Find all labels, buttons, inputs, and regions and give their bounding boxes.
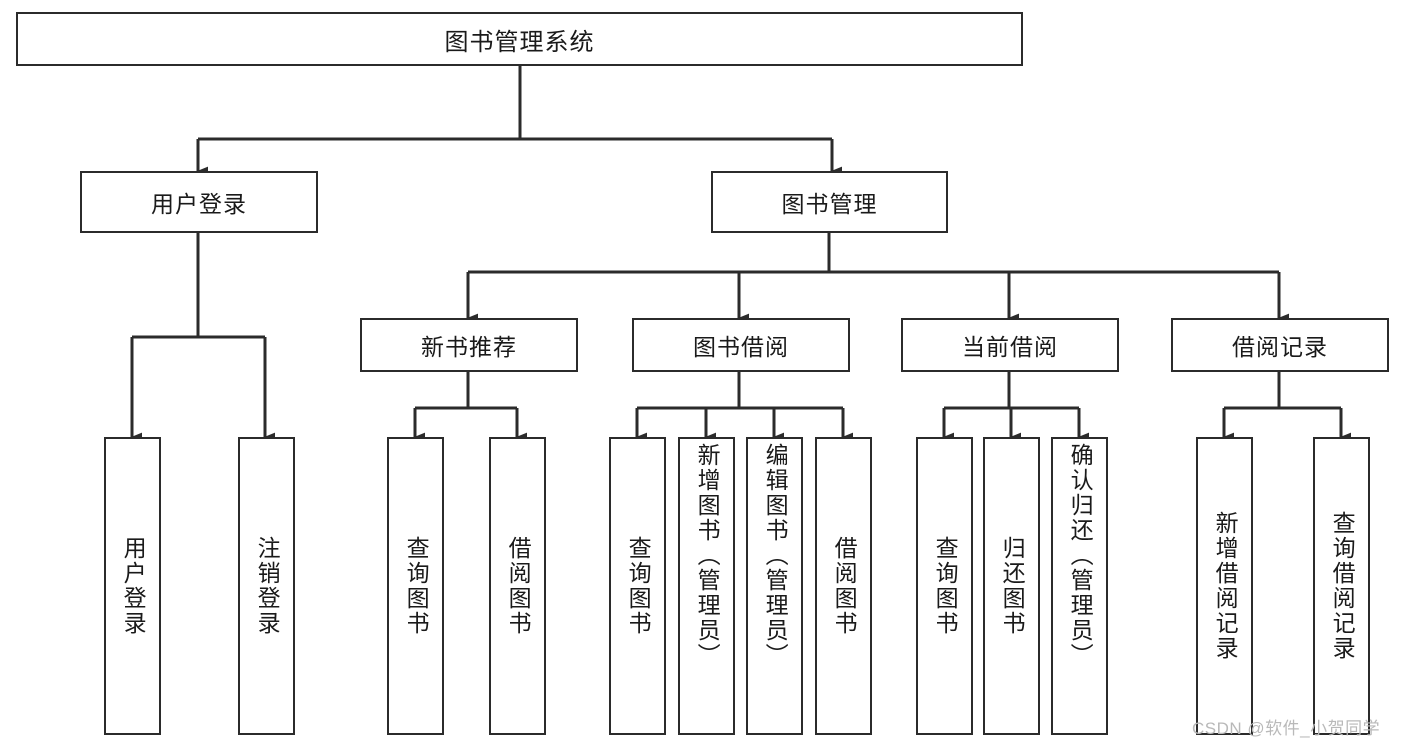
node-root-system[interactable]: 图书管理系统 [16, 12, 1023, 66]
leaf-record-add-record[interactable]: 新增借阅记录 [1196, 437, 1253, 735]
leaf-borrow-edit-book-admin[interactable]: 编辑图书（管理员） [746, 437, 803, 735]
node-current-borrow[interactable]: 当前借阅 [901, 318, 1119, 372]
leaf-borrow-add-book-admin[interactable]: 新增图书（管理员） [678, 437, 735, 735]
node-borrow-record[interactable]: 借阅记录 [1171, 318, 1389, 372]
leaf-label: 注销登录 [254, 536, 281, 636]
node-label: 图书借阅 [693, 334, 789, 360]
leaf-current-return-book[interactable]: 归还图书 [983, 437, 1040, 735]
node-label: 用户登录 [151, 191, 247, 217]
leaf-label: 新增图书（管理员） [694, 443, 721, 668]
leaf-record-query-record[interactable]: 查询借阅记录 [1313, 437, 1370, 735]
leaf-label: 查询图书 [403, 536, 430, 636]
leaf-label: 查询图书 [625, 536, 652, 636]
leaf-label: 查询图书 [932, 536, 959, 636]
node-label: 图书管理系统 [444, 28, 595, 56]
node-new-book-recommend[interactable]: 新书推荐 [360, 318, 578, 372]
leaf-recommend-borrow-book[interactable]: 借阅图书 [489, 437, 546, 735]
watermark-text: CSDN @软件_小贺同学 [1192, 719, 1381, 738]
leaf-user-login-logout[interactable]: 注销登录 [238, 437, 295, 735]
node-book-borrow[interactable]: 图书借阅 [632, 318, 850, 372]
leaf-borrow-query-book[interactable]: 查询图书 [609, 437, 666, 735]
leaf-user-login-login[interactable]: 用户登录 [104, 437, 161, 735]
leaf-label: 编辑图书（管理员） [762, 443, 789, 668]
leaf-current-query-book[interactable]: 查询图书 [916, 437, 973, 735]
node-user-login[interactable]: 用户登录 [80, 171, 318, 233]
node-label: 当前借阅 [962, 334, 1058, 360]
leaf-current-confirm-return-admin[interactable]: 确认归还（管理员） [1051, 437, 1108, 735]
leaf-label: 借阅图书 [505, 536, 532, 636]
leaf-borrow-borrow-book[interactable]: 借阅图书 [815, 437, 872, 735]
node-label: 新书推荐 [421, 334, 517, 360]
leaf-label: 查询借阅记录 [1329, 511, 1356, 661]
leaf-label: 借阅图书 [831, 536, 858, 636]
node-label: 借阅记录 [1232, 334, 1328, 360]
leaf-recommend-query-book[interactable]: 查询图书 [387, 437, 444, 735]
leaf-label: 归还图书 [999, 536, 1026, 636]
node-label: 图书管理 [781, 191, 878, 217]
leaf-label: 确认归还（管理员） [1067, 443, 1094, 668]
leaf-label: 用户登录 [120, 536, 147, 636]
node-book-management[interactable]: 图书管理 [711, 171, 948, 233]
leaf-label: 新增借阅记录 [1212, 511, 1239, 661]
